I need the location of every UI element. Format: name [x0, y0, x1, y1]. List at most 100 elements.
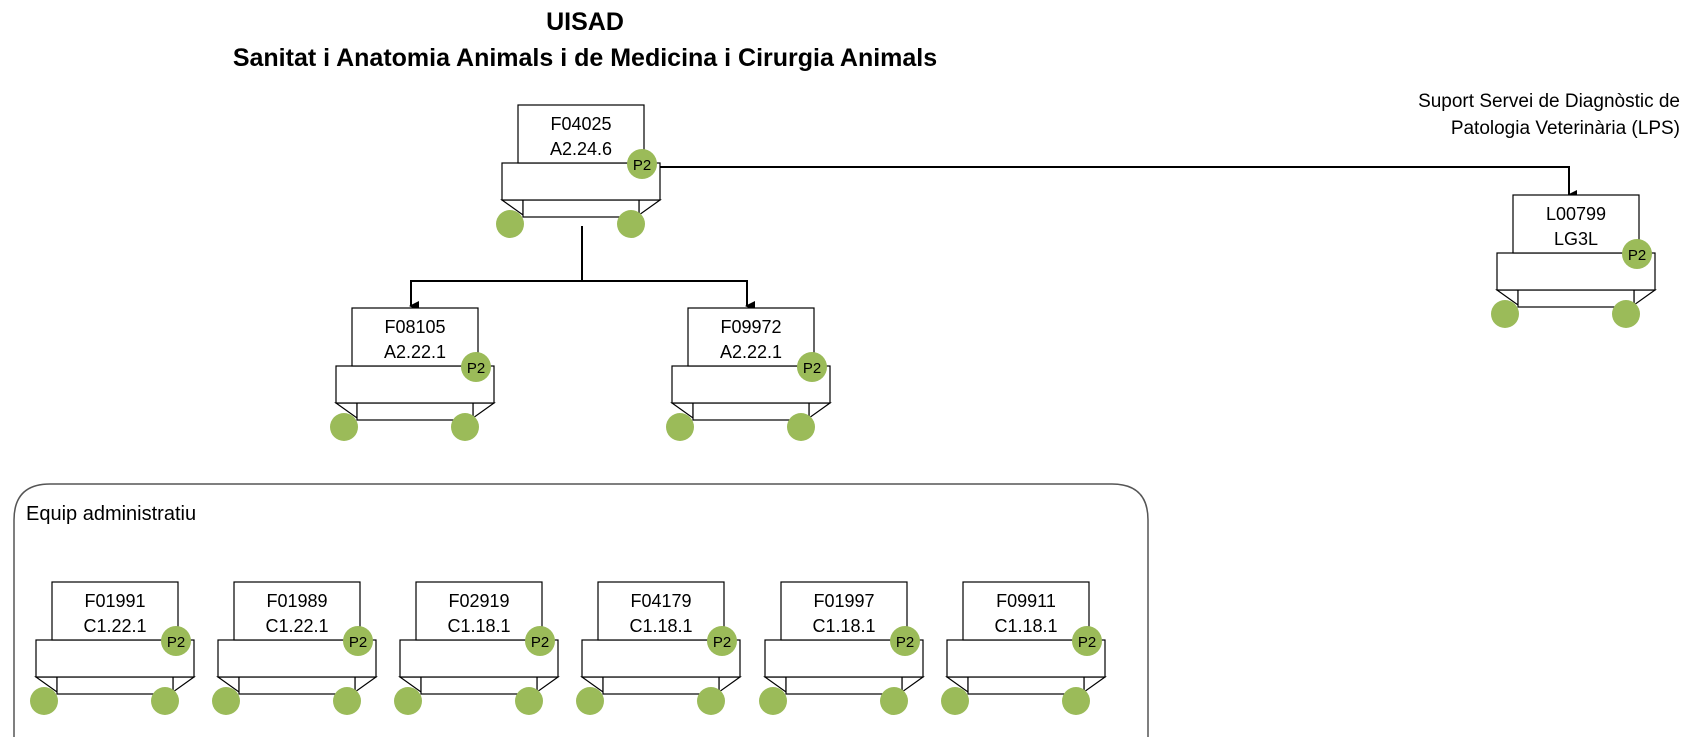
card-body — [1512, 194, 1640, 254]
card-body — [517, 104, 645, 164]
title-line-1: UISAD — [546, 8, 624, 36]
node-dot-right — [333, 687, 361, 715]
ribbon-fold-right — [1633, 289, 1657, 307]
position-level: A2.22.1 — [720, 342, 782, 362]
position-level: A2.22.1 — [384, 342, 446, 362]
badge-circle — [1622, 239, 1652, 269]
card-body — [687, 307, 815, 367]
position-code: F01989 — [266, 591, 327, 611]
ribbon-fold-right — [536, 676, 560, 694]
position-code: F02919 — [448, 591, 509, 611]
ribbon-fold-right — [354, 676, 378, 694]
node-dot-left — [212, 687, 240, 715]
node-dot-right — [787, 413, 815, 441]
position-level: C1.22.1 — [83, 616, 146, 636]
card-body — [51, 581, 179, 641]
card-body — [780, 581, 908, 641]
badge-circle — [707, 626, 737, 656]
node-dot-left — [1491, 300, 1519, 328]
position-code: L00799 — [1546, 204, 1606, 224]
badge-circle — [343, 626, 373, 656]
connectors — [409, 166, 1577, 311]
node-dot-left — [576, 687, 604, 715]
position-level: C1.18.1 — [994, 616, 1057, 636]
node-dot-left — [496, 210, 524, 238]
position-level: C1.18.1 — [447, 616, 510, 636]
card-ribbon — [1496, 252, 1656, 291]
card-body — [962, 581, 1090, 641]
position-nodes: F04025A2.24.6P2F08105A2.22.1P2F09972A2.2… — [30, 104, 1657, 715]
badge-label: P2 — [349, 634, 367, 651]
ribbon-fold-right — [638, 199, 662, 217]
badge-circle — [890, 626, 920, 656]
badge-label: P2 — [713, 634, 731, 651]
diagram-title: UISAD Sanitat i Anatomia Animals i de Me… — [0, 4, 1170, 76]
node-dot-right — [1612, 300, 1640, 328]
ribbon-fold-right — [472, 402, 496, 420]
connector-to-f09972 — [582, 280, 755, 311]
node-dot-right — [617, 210, 645, 238]
badge-circle — [525, 626, 555, 656]
ribbon-fold-right — [1083, 676, 1107, 694]
node-dot-left — [330, 413, 358, 441]
position-code: F04179 — [630, 591, 691, 611]
team-group-label: Equip administratiu — [26, 503, 196, 525]
badge-circle — [797, 352, 827, 382]
node-dot-left — [759, 687, 787, 715]
node-dot-left — [666, 413, 694, 441]
badge-label: P2 — [167, 634, 185, 651]
badge-label: P2 — [896, 634, 914, 651]
node-dot-left — [30, 687, 58, 715]
badge-circle — [627, 149, 657, 179]
node-dot-right — [515, 687, 543, 715]
position-code: F01991 — [84, 591, 145, 611]
badge-label: P2 — [467, 360, 485, 377]
badge-label: P2 — [1628, 247, 1646, 264]
badge-circle — [461, 352, 491, 382]
position-code: F09911 — [996, 591, 1056, 611]
node-dot-right — [880, 687, 908, 715]
team-group: Equip administratiu — [13, 483, 1149, 737]
ribbon-fold-right — [718, 676, 742, 694]
node-dot-left — [394, 687, 422, 715]
position-code: F04025 — [550, 114, 611, 134]
card-body — [597, 581, 725, 641]
position-code: F08105 — [384, 317, 445, 337]
connector-to-f08105 — [409, 280, 582, 311]
position-level: A2.24.6 — [550, 139, 612, 159]
badge-circle — [161, 626, 191, 656]
support-label-line-1: Suport Servei de Diagnòstic de — [1418, 91, 1680, 112]
position-code: F09972 — [720, 317, 781, 337]
badge-label: P2 — [803, 360, 821, 377]
position-level: C1.18.1 — [629, 616, 692, 636]
connector-to-support — [652, 166, 1577, 200]
card-body — [351, 307, 479, 367]
card-body — [415, 581, 543, 641]
support-service-label: Suport Servei de Diagnòstic de Patologia… — [1350, 88, 1680, 142]
title-line-2: Sanitat i Anatomia Animals i de Medicina… — [232, 44, 938, 72]
node-dot-right — [151, 687, 179, 715]
node-dot-right — [697, 687, 725, 715]
position-level: LG3L — [1554, 229, 1598, 249]
card-body — [233, 581, 361, 641]
badge-label: P2 — [633, 157, 651, 174]
position-code: F01997 — [813, 591, 874, 611]
badge-label: P2 — [531, 634, 549, 651]
position-level: C1.22.1 — [265, 616, 328, 636]
position-level: C1.18.1 — [812, 616, 875, 636]
ribbon-fold-right — [901, 676, 925, 694]
ribbon-fold-right — [808, 402, 832, 420]
badge-circle — [1072, 626, 1102, 656]
badge-label: P2 — [1078, 634, 1096, 651]
support-label-line-2: Patologia Veterinària (LPS) — [1450, 118, 1680, 139]
